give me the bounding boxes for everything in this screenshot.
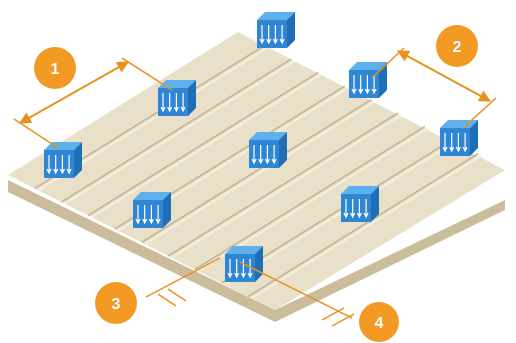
dimension-tick-3b <box>167 288 187 302</box>
badge-1-label: 1 <box>51 61 60 78</box>
block-8-icon <box>341 186 379 222</box>
badge-2: 2 <box>436 25 478 67</box>
block-7-icon <box>133 192 171 228</box>
dimension-tick-4a <box>321 307 345 321</box>
extension-line-2b <box>462 97 497 129</box>
block-6-icon <box>44 142 82 178</box>
dimension-line-3 <box>145 257 221 298</box>
deck-rib-highlight <box>170 114 402 259</box>
deck-shadow <box>8 180 505 322</box>
deck-rib-line <box>141 98 372 244</box>
extension-line-2a <box>371 47 405 79</box>
dimension-line-1 <box>18 61 130 124</box>
block-5-icon <box>440 120 478 156</box>
block-9-icon <box>225 246 263 282</box>
deck-rib-highlight <box>63 60 295 205</box>
badge-2-label: 2 <box>453 39 462 56</box>
blocks <box>44 12 478 282</box>
dimension-lines <box>13 47 497 327</box>
extension-line-1b <box>121 57 173 91</box>
deck-rib-highlight <box>143 100 376 246</box>
dimension-tick-4b <box>331 313 355 327</box>
badge-4: 4 <box>359 302 399 342</box>
block-2-icon <box>349 62 387 98</box>
block-1-icon <box>257 12 295 48</box>
dimension-tick-3a <box>157 293 177 307</box>
dimension-line-4 <box>239 261 353 319</box>
deck-rib-line <box>87 71 319 217</box>
deck-rib-line <box>247 152 479 298</box>
deck-rib-highlight <box>250 154 482 300</box>
block-3-icon <box>158 80 196 116</box>
deck-rib-line <box>61 58 292 203</box>
deck-rib-line <box>194 125 426 271</box>
badge-3-label: 3 <box>112 296 121 313</box>
block-4-icon <box>249 132 287 168</box>
extension-line-1a <box>13 118 59 149</box>
badge-3: 3 <box>95 282 137 324</box>
badge-4-label: 4 <box>375 315 384 332</box>
deck-rib-line <box>167 112 399 257</box>
deck-rib-highlight <box>90 73 322 219</box>
dimension-line-2 <box>396 50 492 102</box>
badge-1: 1 <box>34 47 76 89</box>
corrugated-deck <box>8 32 505 322</box>
